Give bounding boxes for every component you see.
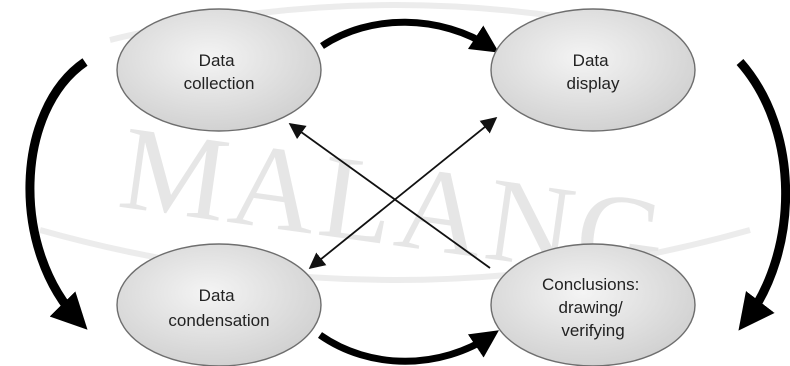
node-data-condensation: Data condensation (116, 243, 322, 366)
svg-text:Data display: Data display (567, 51, 620, 93)
node-label-line: Data (199, 51, 235, 70)
svg-text:Data collection: Data collection (184, 51, 255, 93)
node-data-collection: Data collection (116, 8, 322, 132)
svg-text:Conclusions: drawing/: Conclusions: drawing/ verifying (542, 275, 644, 340)
arrow-condensation-to-conclusions (317, 330, 499, 365)
node-label-line: Conclusions: (542, 275, 639, 294)
arrow-collection-to-display (320, 18, 500, 53)
node-label-line: collection (184, 74, 255, 93)
arrow-display-to-conclusions (736, 59, 790, 331)
node-label-line: Data (199, 286, 235, 305)
arrow-collection-to-condensation (25, 58, 88, 330)
node-data-display: Data display (490, 8, 696, 132)
arrow-condensation-display (308, 116, 498, 270)
node-label-line: condensation (168, 311, 269, 330)
node-label-line: Data (573, 51, 609, 70)
node-label-line: verifying (561, 321, 624, 340)
node-conclusions: Conclusions: drawing/ verifying (490, 243, 696, 366)
node-label-line: drawing/ (559, 298, 624, 317)
svg-text:Data condensation: Data condensation (168, 286, 269, 330)
node-label-line: display (567, 74, 620, 93)
